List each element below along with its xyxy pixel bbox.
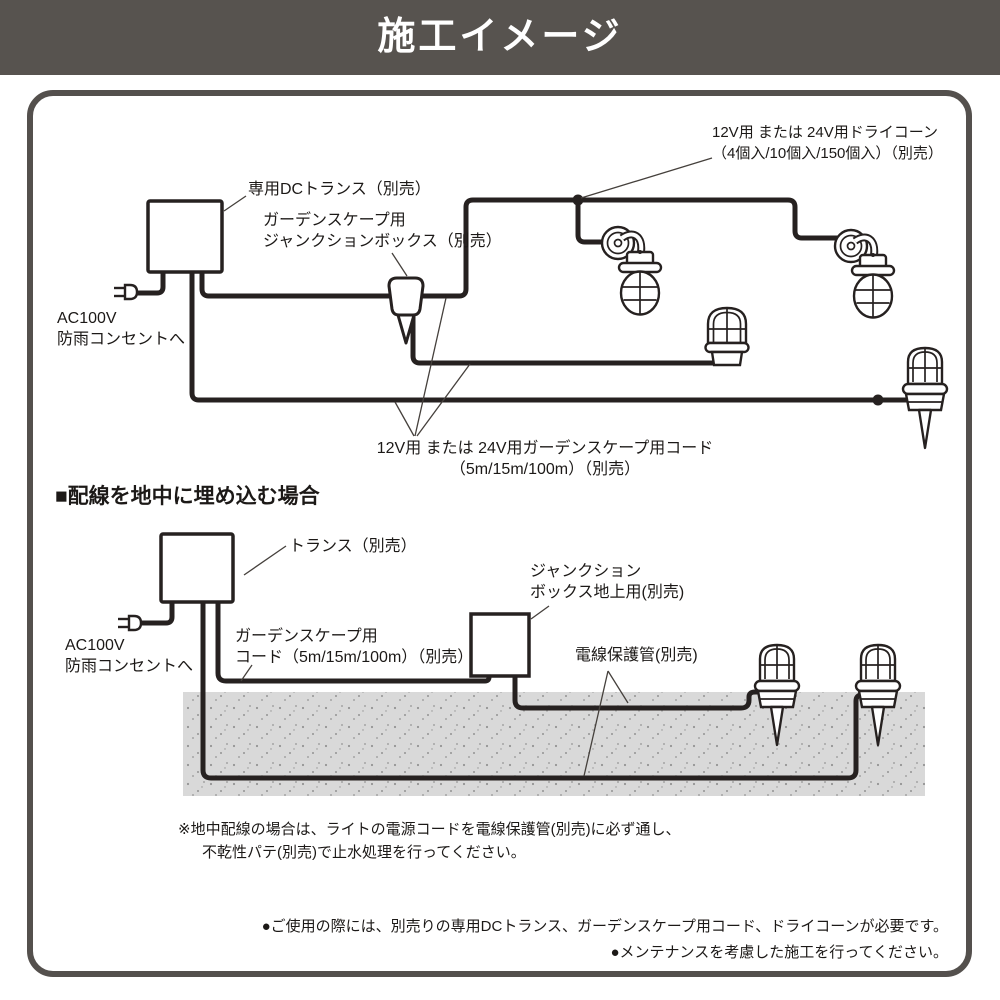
junction-dot [572,194,584,206]
wire-drop-to-wall-light [575,203,604,245]
label-dc-transformer: 専用DCトランス（別売） [248,181,431,198]
pointer-line [414,297,447,437]
wall-light-icon [835,230,894,318]
pointer-line [530,605,550,620]
label-gardenscape-cord: ガーデンスケープ用 コード（5m/15m/100m）（別売） [235,628,474,666]
note-buried-wiring: ※地中配線の場合は、ライトの電源コードを電線保護管(別売)に必ず通し、 不乾性パ… [178,821,681,861]
junction-box-icon [387,276,425,345]
wire-to-junction-box [215,602,492,684]
pointer-line [394,401,415,437]
pointer-line [580,157,713,199]
label-gardenscape-cord: 12V用 または 24V用ガーデンスケープ用コード （5m/15m/100m）（… [376,440,714,478]
wire-buried-deep-run [200,602,873,781]
wire-bottom-run [189,272,918,403]
wire-plug-to-transformer [141,602,175,626]
wire-buried-shallow-run [512,674,766,711]
section-title-buried-wiring: ■配線を地中に埋め込む場合 [55,485,320,508]
label-ac-outlet: AC100V 防雨コンセントへ [57,310,186,348]
label-junction-box-above-ground: ジャンクション ボックス地上用(別売) [530,563,685,601]
label-ac-outlet: AC100V 防雨コンセントへ [65,637,194,675]
label-transformer: トランス（別売） [289,538,417,555]
junction-dot [872,394,884,406]
label-dry-cone: 12V用 または 24V用ドライコーン （4個入/10個入/150個入）（別売） [712,124,943,162]
junction-box-above-ground-icon [469,612,531,678]
dome-light-icon [704,306,750,367]
wire-middle-run [410,312,721,366]
wall-light-icon [602,227,661,315]
footer-notes: ●ご使用の際には、別売りの専用DCトランス、ガーデンスケープ用コード、ドライコー… [262,914,948,966]
pointer-line [243,545,287,576]
pointer-line [607,670,629,704]
pointer-line [223,195,247,212]
pointer-line [391,252,408,277]
wire-plug-to-transformer [137,272,166,296]
pointer-line [416,363,471,437]
power-plug-icon [114,283,139,301]
label-protection-tube: 電線保護管(別売) [575,647,698,664]
pointer-line [240,664,253,682]
footer-note-1: ●ご使用の際には、別売りの専用DCトランス、ガーデンスケープ用コード、ドライコー… [261,918,948,935]
page-title: 施工イメージ [0,0,1000,75]
pointer-line [583,670,609,777]
spike-light-icon [901,346,949,450]
dc-transformer-icon [146,199,224,274]
power-plug-icon [118,614,143,632]
footer-note-2: ●メンテナンスを考慮した施工を行ってください。 [610,944,948,961]
label-junction-box: ガーデンスケープ用 ジャンクションボックス（別売） [263,212,502,250]
transformer-icon [159,532,235,604]
wire-top-run [199,197,839,299]
